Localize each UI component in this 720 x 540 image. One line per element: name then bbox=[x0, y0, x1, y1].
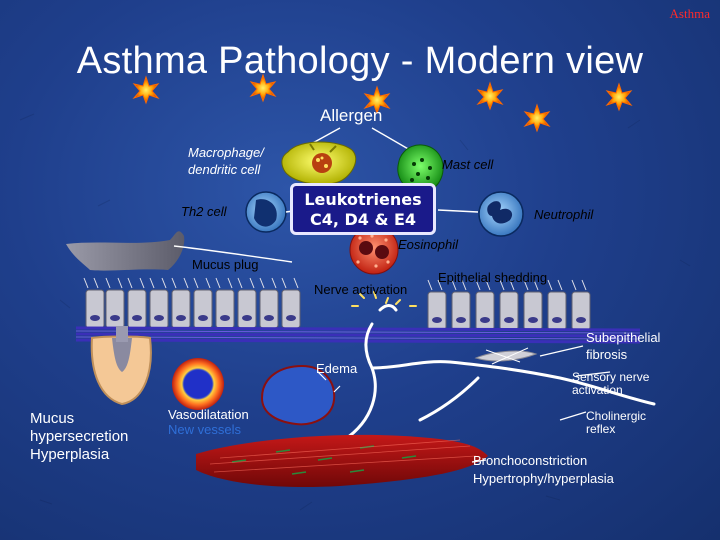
basement-membrane bbox=[75, 326, 641, 344]
allergen-particles bbox=[132, 73, 633, 133]
broncho-line1: Bronchoconstriction bbox=[473, 453, 588, 468]
cholinergic-label-line1: Cholinergic bbox=[586, 409, 647, 423]
corner-title: Asthma bbox=[669, 6, 710, 21]
nerve-activation-label: Nerve activation bbox=[314, 282, 408, 297]
macrophage-cell bbox=[281, 141, 357, 185]
mast-cell-label: Mast cell bbox=[442, 157, 494, 172]
cholinergic-label-line2: reflex bbox=[586, 422, 616, 436]
mucus-line2: hypersecretion bbox=[30, 428, 129, 445]
macrophage-label-line2: dendritic cell bbox=[188, 162, 261, 177]
epithelium-right bbox=[427, 291, 591, 331]
leukotrienes-line1: Leukotrienes bbox=[304, 190, 422, 209]
slide-title: Asthma Pathology - Modern view bbox=[76, 40, 644, 82]
leukotrienes-line2: C4, D4 & E4 bbox=[309, 210, 417, 229]
smooth-muscle bbox=[196, 434, 488, 488]
broncho-line2: Hypertrophy/hyperplasia bbox=[473, 471, 614, 486]
neutrophil-label: Neutrophil bbox=[534, 207, 594, 222]
vasodilatation-label: Vasodilatation New vessels bbox=[168, 407, 249, 437]
new-vessels-text: New vessels bbox=[168, 422, 241, 437]
th2-cell bbox=[245, 191, 287, 233]
allergen-label: Allergen bbox=[320, 106, 383, 125]
mucus-plug-label: Mucus plug bbox=[192, 257, 259, 272]
epithelial-shedding-label: Epithelial shedding bbox=[438, 270, 548, 285]
edema-zone bbox=[260, 364, 341, 426]
mucus-hypersecretion-label: Mucus hypersecretion Hyperplasia bbox=[30, 410, 170, 464]
bronchoconstriction-label: Bronchoconstriction Hypertrophy/hyperpla… bbox=[473, 452, 614, 488]
blood-vessel bbox=[172, 358, 224, 410]
vasodilatation-text: Vasodilatation bbox=[168, 407, 249, 422]
neutrophil-cell bbox=[478, 191, 524, 237]
macrophage-label-line1: Macrophage/ bbox=[188, 145, 264, 160]
subepithelial-label-line1: Subepithelial bbox=[586, 330, 661, 345]
subepithelial-label-line2: fibrosis bbox=[586, 347, 628, 362]
fibroblast bbox=[474, 347, 538, 365]
epithelium-left bbox=[85, 289, 301, 329]
th2-cell-label: Th2 cell bbox=[181, 204, 227, 219]
mucus-line1: Mucus bbox=[30, 410, 75, 427]
leukotrienes-box: Leukotrienes C4, D4 & E4 bbox=[290, 183, 436, 235]
eosinophil-label: Eosinophil bbox=[398, 237, 458, 252]
mucus-gland bbox=[90, 326, 152, 406]
sensory-nerve-label-line2: activation bbox=[572, 383, 623, 397]
mucus-line3: Hyperplasia bbox=[30, 446, 110, 463]
sensory-nerve-label-line1: Sensory nerve bbox=[572, 370, 650, 384]
edema-label: Edema bbox=[316, 361, 358, 376]
mucus-plug bbox=[66, 231, 293, 271]
nerve-fibres bbox=[342, 304, 656, 442]
